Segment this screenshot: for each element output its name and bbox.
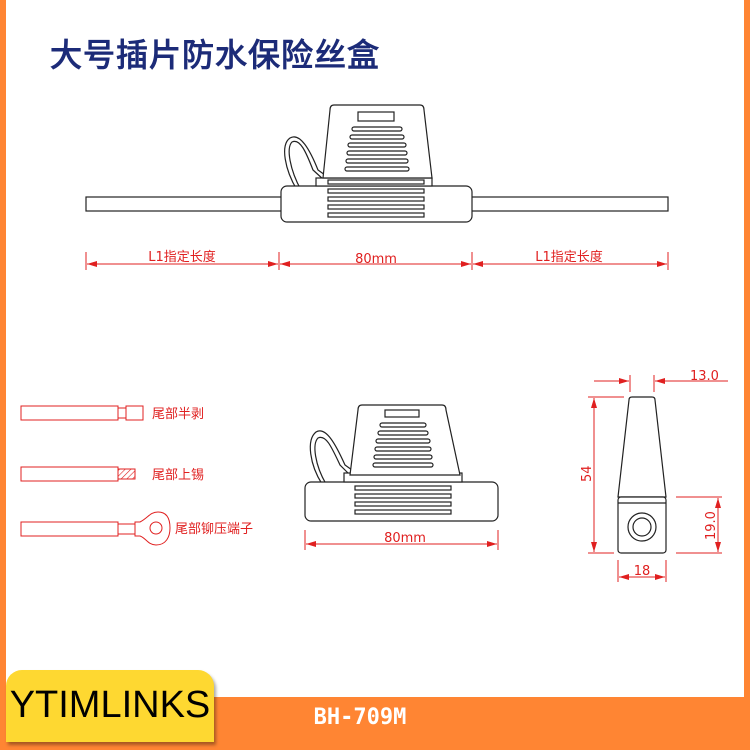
model-number: BH-709M	[313, 705, 407, 730]
wire-half-strip-drawing	[20, 405, 144, 421]
wire-option-label: 尾部铆压端子	[175, 522, 253, 537]
base-width-label: 18	[634, 564, 651, 579]
fuse-box-top-drawing	[85, 104, 669, 223]
end-dimensions	[588, 375, 728, 582]
fuse-box-end-drawing	[617, 396, 667, 554]
wire-option-label: 尾部上锡	[152, 468, 204, 483]
middle-length-label: 80mm	[355, 252, 397, 267]
side-width-label: 80mm	[384, 531, 426, 546]
wire-ring-terminal-drawing	[20, 511, 171, 546]
page-title: 大号插片防水保险丝盒	[50, 36, 381, 74]
wire-tinned-drawing	[20, 466, 136, 482]
fuse-box-side-drawing	[304, 404, 499, 522]
wire-option-label: 尾部半剥	[152, 407, 204, 422]
top-width-label: 13.0	[690, 369, 719, 384]
base-height-label: 19.0	[704, 511, 719, 540]
brand-tab: YTIMLINKS	[6, 670, 214, 742]
right-length-label: L1指定长度	[535, 249, 603, 265]
top-dimensions	[85, 252, 669, 270]
height-label: 54	[580, 465, 595, 482]
left-length-label: L1指定长度	[148, 249, 216, 265]
side-dimensions	[304, 530, 499, 550]
brand-name: YTIMLINKS	[9, 684, 211, 726]
